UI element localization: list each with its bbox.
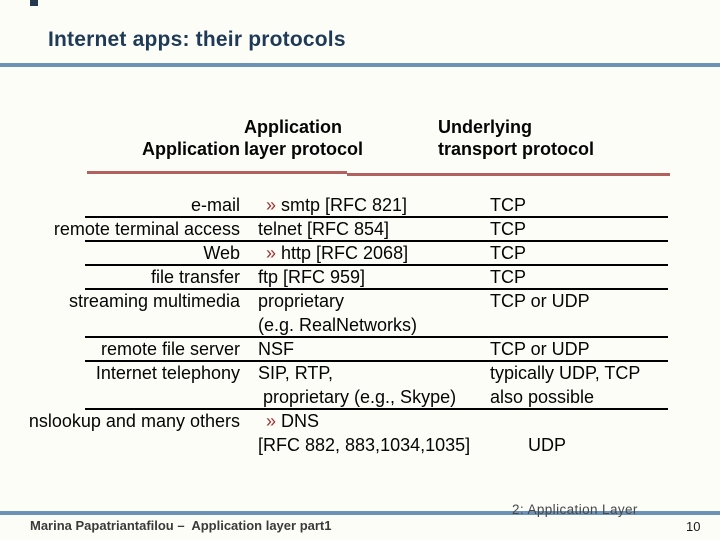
protocol-cell: ftp [RFC 959] [240,265,490,289]
transport-cell: TCP or UDP [490,337,590,361]
protocol-line: » DNS [266,411,320,431]
protocol-line: » http [RFC 2068] [266,243,409,263]
transport-line: TCP [490,243,526,263]
transport-line: TCP [490,195,526,215]
transport-cell: TCP [490,241,526,265]
row-underline [85,216,668,218]
transport-line: TCP [490,219,526,239]
protocol-line: proprietary [258,291,345,311]
header-line: transport protocol [438,139,594,159]
transport-cell: TCP or UDP [490,289,590,337]
app-cell: file transfer [150,267,240,287]
row-underline [85,360,668,362]
table-row: remote terminal access telnet [RFC 854] TC… [0,217,700,242]
table-row: e-mail » smtp [RFC 821] TCP [0,193,700,218]
transport-line: typically UDP, TCP [490,363,641,383]
row-underline [85,336,668,338]
app-cell: Internet telephony [95,363,240,383]
protocol-line: (e.g. RealNetworks) [258,315,418,335]
protocol-cell: proprietary (e.g. RealNetworks) [240,289,490,337]
transport-line: TCP or UDP [490,339,590,359]
protocol-cell: telnet [RFC 854] [240,217,490,241]
protocol-cell: » smtp [RFC 821] [240,193,490,217]
transport-cell: typically UDP, TCP also possible [490,361,640,409]
header-rule-left [87,171,347,174]
transport-line: UDP [528,435,567,455]
protocol-cell: SIP, RTP, proprietary (e.g., Skype) [240,361,490,409]
transport-line [490,409,566,433]
protocol-line: proprietary (e.g., Skype) [258,387,457,407]
transport-cell: TCP [490,193,526,217]
guillemet-icon: » [266,243,282,263]
app-cell: remote terminal access [53,219,240,239]
app-cell: streaming multimedia [68,291,240,311]
page-number: 10 [686,519,701,534]
footer-section-label: 2: Application Layer [512,502,638,517]
table-row: Web » http [RFC 2068] TCP [0,241,700,266]
protocol-line: ftp [RFC 959] [258,267,366,287]
guillemet-icon: » [266,411,282,431]
protocol-cell: » DNS [RFC 882, 883,1034,1035] [240,409,490,457]
app-cell: nslookup and many others [28,411,240,431]
protocol-line: telnet [RFC 854] [258,219,390,239]
protocol-cell: » http [RFC 2068] [240,241,490,265]
guillemet-icon: » [266,195,282,215]
table-row: streaming multimedia proprietary (e.g. Rea… [0,289,700,338]
header-application-col: Application [142,139,240,159]
header-line: Underlying [438,117,533,137]
header-line: Application [244,117,342,137]
transport-cell: TCP [490,217,526,241]
table-row: remote file server NSF TCP or UDP [0,337,700,362]
transport-cell: UDP [490,409,566,457]
row-underline [85,288,668,290]
app-cell: Web [203,243,240,263]
transport-cell: TCP [490,265,526,289]
page-title: Internet apps: their protocols [48,28,346,51]
row-underline [85,240,668,242]
header-line: layer protocol [244,139,364,159]
footer-rule [0,511,720,515]
protocol-line: NSF [258,339,294,359]
transport-line: TCP or UDP [490,291,590,311]
transport-line: TCP [490,267,526,287]
transport-line: also possible [490,387,595,407]
row-underline [85,264,668,266]
protocol-cell: NSF [240,337,490,361]
table-row: file transfer ftp [RFC 959] TCP [0,265,700,290]
protocol-line: » smtp [RFC 821] [266,195,408,215]
app-cell: remote file server [100,339,240,359]
footer-author: Marina Papatriantafilou – Application la… [30,518,332,533]
protocol-line: [RFC 882, 883,1034,1035] [258,435,471,455]
title-rule [0,63,720,67]
protocol-line: SIP, RTP, [258,363,334,383]
header-rule-right [347,173,670,176]
app-cell: e-mail [190,195,240,215]
corner-mark [30,0,38,6]
row-underline [85,408,668,410]
table-row: nslookup and many others » DNS [RFC 882, 8… [0,409,700,457]
